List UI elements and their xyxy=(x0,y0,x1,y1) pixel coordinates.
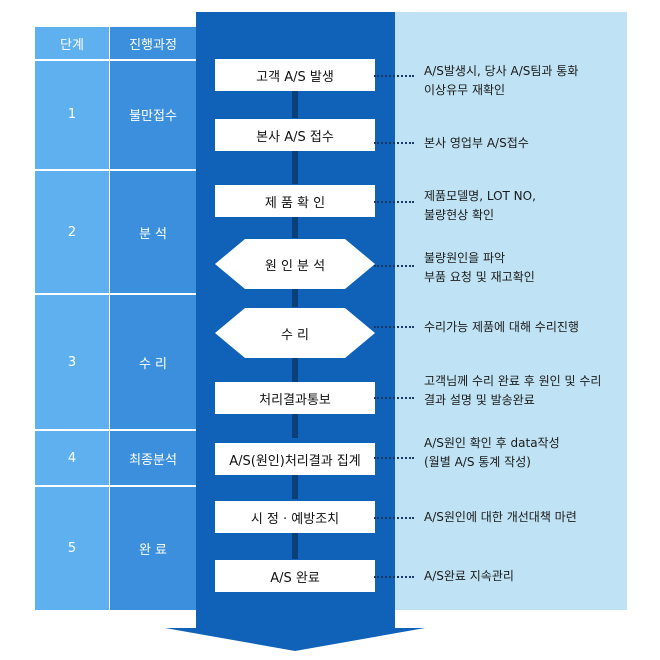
description-panel xyxy=(395,12,627,610)
stage-name-2: 분 석 xyxy=(110,171,196,293)
desc-3-line-1: 제품모델명, LOT NO, xyxy=(424,189,536,203)
connector-7 xyxy=(292,475,298,499)
leader-4 xyxy=(374,265,414,267)
stage-num-4: 4 xyxy=(35,431,109,485)
desc-4: 불량원인을 파악 부품 요청 및 재고확인 xyxy=(424,249,535,287)
desc-2: 본사 영업부 A/S접수 xyxy=(424,134,529,153)
stage-name-1: 불만접수 xyxy=(110,60,196,169)
desc-8: A/S원인에 대한 개선대책 마련 xyxy=(424,508,577,527)
step-diamond-5-label: 수 리 xyxy=(280,327,310,343)
connector-3 xyxy=(292,216,298,238)
leader-2 xyxy=(374,142,414,144)
desc-1-line-1: A/S발생시, 당사 A/S팀과 통화 xyxy=(424,64,579,78)
desc-1-line-2: 이상유무 재확인 xyxy=(424,83,506,97)
leader-9 xyxy=(374,576,414,578)
step-box-1: 고객 A/S 발생 xyxy=(215,59,375,91)
connector-6 xyxy=(292,414,298,438)
connector-1 xyxy=(292,90,298,118)
stage-num-5: 5 xyxy=(35,487,109,610)
row-divider xyxy=(35,59,196,61)
step-box-9: A/S 완료 xyxy=(215,560,375,592)
desc-4-line-1: 불량원인을 파악 xyxy=(424,251,506,265)
step-box-7: A/S(원인)처리결과 집계 xyxy=(215,443,375,475)
connector-5 xyxy=(292,356,298,382)
desc-3: 제품모델명, LOT NO, 불량현상 확인 xyxy=(424,187,536,225)
leader-7 xyxy=(374,457,414,459)
desc-9: A/S완료 지속관리 xyxy=(424,567,514,586)
leader-8 xyxy=(374,517,414,519)
stage-num-2: 2 xyxy=(35,171,109,293)
desc-1: A/S발생시, 당사 A/S팀과 통화 이상유무 재확인 xyxy=(424,62,578,100)
desc-7-line-1: A/S원인 확인 후 data작성 xyxy=(424,436,560,450)
desc-6-line-1: 고객님께 수리 완료 후 원인 및 수리 xyxy=(424,374,602,388)
desc-6: 고객님께 수리 완료 후 원인 및 수리 결과 설명 및 발송완료 xyxy=(424,372,601,410)
desc-5: 수리가능 제품에 대해 수리진행 xyxy=(424,318,579,337)
desc-2-line-1: 본사 영업부 A/S접수 xyxy=(424,136,529,150)
desc-4-line-2: 부품 요청 및 재고확인 xyxy=(424,270,535,284)
stage-name-5: 완 료 xyxy=(110,487,196,610)
leader-3 xyxy=(374,201,414,203)
connector-4 xyxy=(292,289,298,307)
leader-6 xyxy=(374,397,414,399)
stage-num-1: 1 xyxy=(35,60,109,169)
desc-7-line-2: (월별 A/S 통계 작성) xyxy=(424,455,531,469)
stage-name-3: 수 리 xyxy=(110,295,196,429)
leader-5 xyxy=(374,326,414,328)
stage-header: 단계 xyxy=(35,27,109,59)
step-diamond-4-label: 원 인 분 석 xyxy=(264,258,326,274)
desc-3-line-2: 불량현상 확인 xyxy=(424,208,495,222)
step-box-2: 본사 A/S 접수 xyxy=(215,119,375,151)
desc-7: A/S원인 확인 후 data작성 (월별 A/S 통계 작성) xyxy=(424,434,560,472)
step-box-6: 처리결과통보 xyxy=(215,382,375,414)
connector-2 xyxy=(292,151,298,184)
connector-8 xyxy=(292,533,298,559)
desc-8-line-1: A/S원인에 대한 개선대책 마련 xyxy=(424,510,577,524)
stage-name-4: 최종분석 xyxy=(110,431,196,485)
step-diamond-5: 수 리 xyxy=(215,308,375,358)
desc-5-line-1: 수리가능 제품에 대해 수리진행 xyxy=(424,320,579,334)
leader-1 xyxy=(374,75,414,77)
desc-9-line-1: A/S완료 지속관리 xyxy=(424,569,514,583)
desc-6-line-2: 결과 설명 및 발송완료 xyxy=(424,393,535,407)
step-box-8: 시 정 · 예방조치 xyxy=(215,501,375,533)
step-box-3: 제 품 확 인 xyxy=(215,185,375,217)
stage-num-3: 3 xyxy=(35,295,109,429)
step-diamond-4: 원 인 분 석 xyxy=(215,239,375,289)
process-header: 진행과정 xyxy=(110,27,196,59)
